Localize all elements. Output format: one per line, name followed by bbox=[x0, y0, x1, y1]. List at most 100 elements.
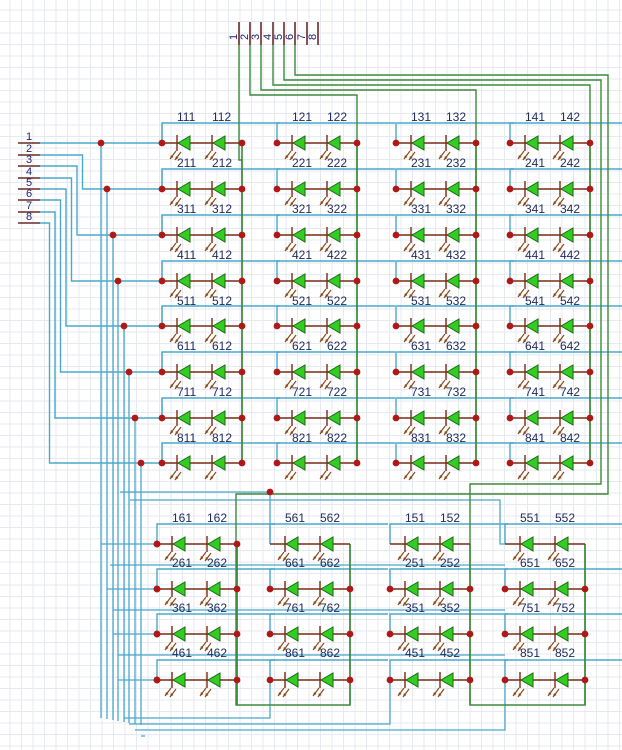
led-label: 811 bbox=[177, 431, 196, 445]
emission-arrowhead bbox=[409, 431, 413, 435]
emission-arrowhead bbox=[210, 431, 214, 435]
emission-arrowhead bbox=[200, 601, 204, 605]
led-u3-4-b bbox=[552, 318, 574, 344]
emission-arrowhead bbox=[398, 692, 402, 696]
led-triangle bbox=[177, 135, 191, 151]
led-label: 341 bbox=[525, 202, 545, 216]
emission-arrowhead bbox=[285, 475, 289, 479]
emission-arrowhead bbox=[170, 602, 174, 606]
row-junction bbox=[273, 368, 281, 376]
row-junction bbox=[273, 185, 281, 193]
led-triangle bbox=[327, 455, 341, 471]
led-label: 262 bbox=[207, 556, 227, 570]
emission-arrowhead bbox=[205, 384, 209, 388]
emission-arrowhead bbox=[553, 155, 557, 159]
column-junction bbox=[353, 185, 361, 193]
row-junction bbox=[506, 414, 514, 422]
emission-arrowhead bbox=[165, 646, 169, 650]
row-junction bbox=[386, 585, 394, 593]
emission-arrowhead bbox=[318, 693, 322, 697]
column-junction bbox=[353, 414, 361, 422]
emission-arrowhead bbox=[523, 248, 527, 252]
top-pin-label: 4 bbox=[262, 34, 274, 40]
emission-arrowhead bbox=[325, 156, 329, 160]
emission-arrowhead bbox=[170, 647, 174, 651]
left-pin-label: 6 bbox=[26, 188, 32, 200]
lower-row-junction bbox=[153, 540, 161, 548]
led-u0-7-a bbox=[169, 455, 191, 481]
row-junction bbox=[273, 459, 281, 467]
led-u3-2-b bbox=[552, 227, 574, 253]
led-u2-5-a bbox=[403, 364, 425, 390]
emission-arrowhead bbox=[290, 202, 294, 206]
column-junction bbox=[586, 277, 594, 285]
led-triangle bbox=[172, 626, 186, 642]
row-route-7 bbox=[40, 211, 162, 419]
led-triangle bbox=[212, 273, 226, 289]
lower-row-junction bbox=[153, 585, 161, 593]
column-junction bbox=[233, 585, 241, 593]
led-triangle bbox=[320, 626, 334, 642]
led-triangle bbox=[207, 626, 221, 642]
led-triangle bbox=[327, 273, 341, 289]
column-junction bbox=[472, 139, 480, 147]
emission-arrowhead bbox=[318, 557, 322, 561]
led-l3-0-b bbox=[547, 536, 569, 562]
led-u0-1-b bbox=[204, 181, 226, 207]
led-label: 411 bbox=[177, 248, 196, 262]
emission-arrowhead bbox=[170, 384, 174, 388]
emission-arrowhead bbox=[444, 476, 448, 480]
led-label: 561 bbox=[285, 511, 305, 525]
emission-arrowhead bbox=[285, 338, 289, 342]
led-l2-2-b bbox=[432, 626, 454, 652]
row-junction bbox=[506, 459, 514, 467]
column-junction bbox=[238, 231, 246, 239]
row-wire-segment bbox=[509, 397, 622, 418]
column-junction bbox=[581, 585, 589, 593]
emission-arrowhead bbox=[558, 476, 562, 480]
column-junction bbox=[233, 540, 241, 548]
emission-arrowhead bbox=[558, 431, 562, 435]
led-label: 742 bbox=[560, 385, 580, 399]
led-triangle bbox=[411, 318, 425, 334]
led-triangle bbox=[440, 536, 454, 552]
led-label: 842 bbox=[560, 431, 580, 445]
row-wire-segment bbox=[504, 613, 622, 634]
emission-arrowhead bbox=[403, 647, 407, 651]
emission-arrowhead bbox=[205, 247, 209, 251]
emission-arrowhead bbox=[210, 202, 214, 206]
emission-arrowhead bbox=[210, 294, 214, 298]
row-junction bbox=[392, 459, 400, 467]
led-triangle bbox=[411, 455, 425, 471]
emission-arrowhead bbox=[518, 693, 522, 697]
emission-arrowhead bbox=[318, 647, 322, 651]
led-label: 211 bbox=[177, 156, 196, 170]
row-route-2 bbox=[40, 154, 162, 190]
emission-arrowhead bbox=[433, 646, 437, 650]
led-label: 241 bbox=[525, 156, 545, 170]
led-triangle bbox=[327, 181, 341, 197]
emission-arrowhead bbox=[523, 476, 527, 480]
emission-arrowhead bbox=[290, 385, 294, 389]
column-junction bbox=[353, 231, 361, 239]
emission-arrowhead bbox=[439, 430, 443, 434]
led-triangle bbox=[560, 227, 574, 243]
emission-arrowhead bbox=[170, 201, 174, 205]
led-triangle bbox=[327, 227, 341, 243]
lower-bus bbox=[130, 499, 505, 545]
row-wire-segment bbox=[276, 305, 395, 326]
led-u3-7-b bbox=[552, 455, 574, 481]
led-triangle bbox=[525, 135, 539, 151]
led-label: 351 bbox=[405, 601, 425, 615]
row-wire-segment bbox=[276, 168, 395, 189]
emission-arrowhead bbox=[444, 339, 448, 343]
led-label: 512 bbox=[212, 294, 232, 308]
led-triangle bbox=[327, 318, 341, 334]
led-triangle bbox=[172, 672, 186, 688]
led-label: 562 bbox=[320, 511, 340, 525]
emission-arrowhead bbox=[210, 476, 214, 480]
emission-arrowhead bbox=[409, 202, 413, 206]
led-label: 362 bbox=[207, 601, 227, 615]
emission-arrowhead bbox=[513, 646, 517, 650]
